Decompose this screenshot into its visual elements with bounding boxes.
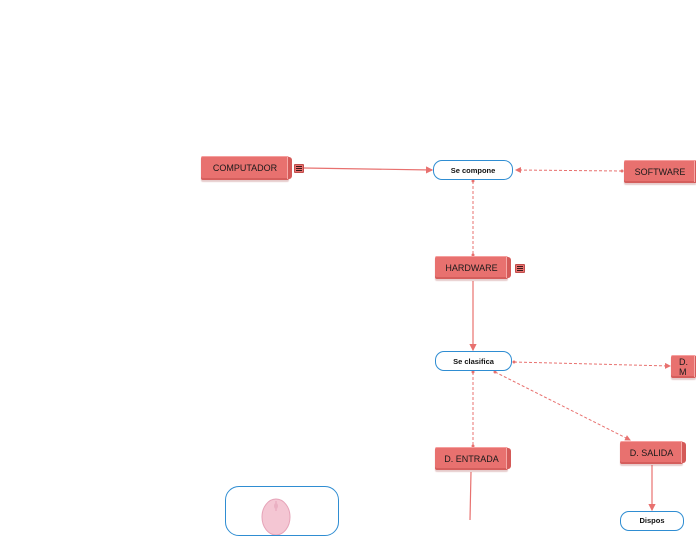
line-seclasifica-dm	[512, 360, 671, 369]
connector-se-compone-label: Se compone	[450, 165, 496, 175]
node-hardware-label: HARDWARE	[445, 262, 498, 273]
node-d-salida-label: D. SALIDA	[629, 447, 674, 458]
connector-bottom-partial[interactable]: Dispos	[620, 511, 684, 531]
node-d-m-label: D. M	[679, 356, 688, 377]
connector-bottom-partial-label: Dispos	[639, 516, 665, 525]
note-icon[interactable]	[294, 164, 304, 173]
node-d-entrada-label: D. ENTRADA	[444, 453, 499, 464]
note-icon[interactable]	[515, 264, 525, 273]
line-computador-secompone	[303, 166, 434, 174]
node-hardware[interactable]: HARDWARE	[435, 256, 511, 279]
line-seclasifica-dsalida	[493, 370, 631, 441]
mouse-icon	[261, 498, 291, 535]
line-software-secompone	[515, 167, 624, 174]
node-d-m[interactable]: D. M	[671, 355, 696, 378]
connector-se-clasifica-label: Se clasifica	[453, 356, 494, 366]
line-dentrada-down	[469, 471, 472, 520]
node-computador[interactable]: COMPUTADOR	[201, 156, 292, 180]
node-software-label: SOFTWARE	[634, 166, 686, 177]
connector-se-compone[interactable]: Se compone	[433, 160, 513, 180]
connector-se-clasifica[interactable]: Se clasifica	[435, 351, 512, 371]
node-d-salida[interactable]: D. SALIDA	[620, 441, 686, 464]
node-d-entrada[interactable]: D. ENTRADA	[435, 447, 511, 470]
mouse-image-frame[interactable]	[225, 486, 339, 536]
connection-lines	[303, 166, 671, 520]
node-computador-label: COMPUTADOR	[212, 163, 278, 173]
node-software[interactable]: SOFTWARE	[624, 160, 696, 183]
